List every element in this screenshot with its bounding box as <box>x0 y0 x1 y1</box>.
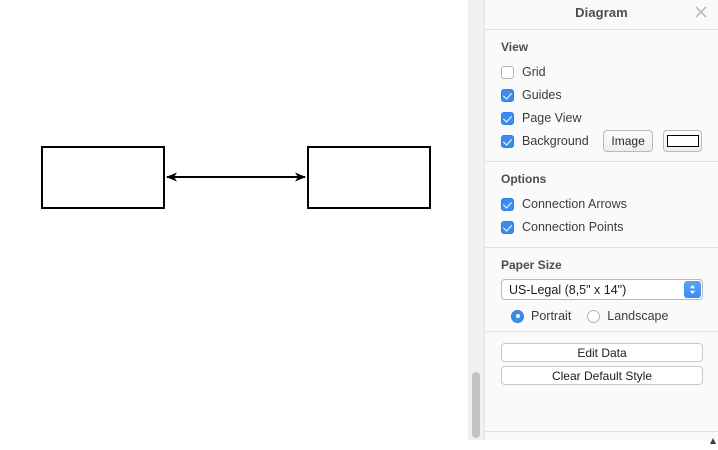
app-root: Diagram View Grid Guides <box>0 0 718 440</box>
background-color-swatch <box>666 135 699 147</box>
checkbox-row-guides[interactable]: Guides <box>501 84 702 106</box>
checkbox-label-background: Background <box>522 134 589 148</box>
diagram-canvas[interactable] <box>0 0 468 440</box>
background-color-swatch-button[interactable] <box>663 130 702 152</box>
edit-data-button[interactable]: Edit Data <box>501 343 703 362</box>
checkbox-label-guides: Guides <box>522 88 562 102</box>
radio-label-landscape: Landscape <box>607 309 669 323</box>
radio-portrait[interactable] <box>511 309 524 323</box>
checkbox-background[interactable] <box>501 134 514 148</box>
checkbox-row-page-view[interactable]: Page View <box>501 107 702 129</box>
section-actions: Edit Data Clear Default Style <box>485 332 718 397</box>
panel-scrollbar-thumb[interactable] <box>472 372 480 438</box>
paper-size-select[interactable]: US-Legal (8,5" x 14") <box>501 279 703 300</box>
section-title-paper-size: Paper Size <box>501 258 562 272</box>
checkbox-page-view[interactable] <box>501 111 514 125</box>
section-title-options: Options <box>501 172 547 186</box>
panel-scrollbar-track[interactable] <box>470 0 484 440</box>
clear-default-style-button[interactable]: Clear Default Style <box>501 366 703 385</box>
background-image-button[interactable]: Image <box>602 130 654 152</box>
shape-rectangle-right[interactable] <box>307 146 431 209</box>
checkbox-guides[interactable] <box>501 88 514 102</box>
section-options: Options Connection Arrows Connection Poi… <box>485 162 718 248</box>
format-panel-body: Diagram View Grid Guides <box>484 0 718 444</box>
format-panel: Diagram View Grid Guides <box>468 0 718 444</box>
checkbox-grid[interactable] <box>501 65 514 79</box>
page-title: Diagram <box>575 5 628 20</box>
close-icon[interactable] <box>694 5 708 19</box>
resize-grip-icon[interactable] <box>709 432 717 444</box>
chevron-updown-icon[interactable] <box>684 281 701 298</box>
checkbox-label-connection-points: Connection Points <box>522 220 624 234</box>
orientation-radio-group: Portrait Landscape <box>501 309 702 323</box>
paper-size-selected-value: US-Legal (8,5" x 14") <box>509 283 627 297</box>
radio-label-portrait: Portrait <box>531 309 572 323</box>
radio-landscape[interactable] <box>587 309 601 323</box>
section-paper-size: Paper Size US-Legal (8,5" x 14") Portrai… <box>485 248 718 332</box>
checkbox-label-connection-arrows: Connection Arrows <box>522 197 627 211</box>
panel-bottom-divider <box>485 431 718 432</box>
checkbox-row-connection-points[interactable]: Connection Points <box>501 216 702 238</box>
checkbox-connection-points[interactable] <box>501 220 514 234</box>
checkbox-label-page-view: Page View <box>522 111 582 125</box>
checkbox-connection-arrows[interactable] <box>501 197 514 211</box>
shape-rectangle-left[interactable] <box>41 146 165 209</box>
checkbox-label-grid: Grid <box>522 65 546 79</box>
checkbox-row-grid[interactable]: Grid <box>501 61 702 83</box>
checkbox-row-background[interactable]: Background Image <box>501 130 702 152</box>
double-arrow-connector[interactable] <box>160 162 312 194</box>
section-view: View Grid Guides Page View Background I <box>485 30 718 162</box>
panel-header: Diagram <box>485 0 718 30</box>
section-title-view: View <box>501 40 529 54</box>
checkbox-row-connection-arrows[interactable]: Connection Arrows <box>501 193 702 215</box>
